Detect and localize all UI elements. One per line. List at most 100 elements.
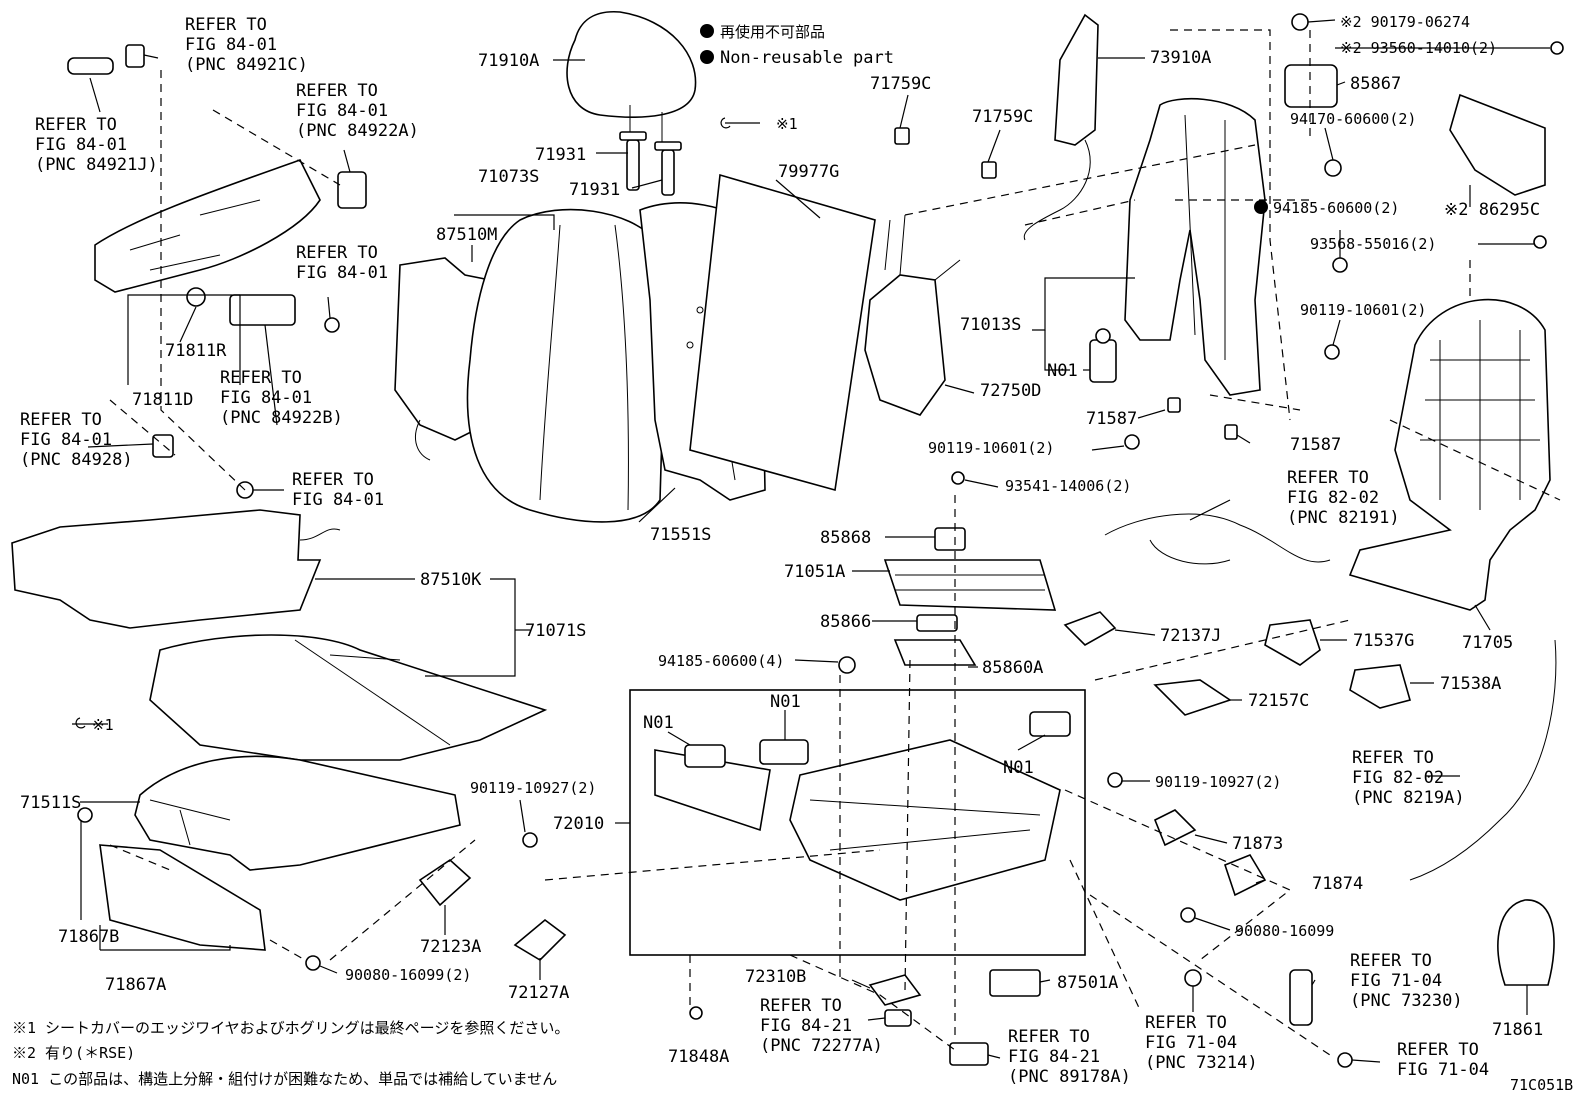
rear-wire-harness-part <box>1409 639 1557 881</box>
back-panel-strip-part <box>1054 13 1099 146</box>
refer-84921C[interactable]: REFER TO FIG 84-01 (PNC 84921C) <box>185 15 308 75</box>
hog-ring-part <box>77 807 93 823</box>
label-86295C: ※2 86295C <box>1444 200 1540 220</box>
label-87501A: 87501A <box>1057 973 1118 993</box>
label-71587: 71587 <box>1086 409 1137 429</box>
label-71587: 71587 <box>1290 435 1341 455</box>
refer-84922B[interactable]: REFER TO FIG 84-01 (PNC 84922B) <box>220 368 343 428</box>
refer-73230[interactable]: REFER TO FIG 71-04 (PNC 73230) <box>1350 951 1463 1011</box>
label-90119-10601: 90119-10601(2) <box>928 439 1054 457</box>
label-note-1: ※1 <box>92 716 114 734</box>
refer-72277A[interactable]: REFER TO FIG 84-21 (PNC 72277A) <box>760 996 883 1056</box>
label-73910A: 73910A <box>1150 48 1211 68</box>
label-N01: N01 <box>1003 758 1034 778</box>
refer-84928[interactable]: REFER TO FIG 84-01 (PNC 84928) <box>20 410 133 470</box>
label-71931: 71931 <box>569 180 620 200</box>
label-71811D: 71811D <box>132 390 193 410</box>
refer-82191[interactable]: REFER TO FIG 82-02 (PNC 82191) <box>1287 468 1400 528</box>
refer-fig-84-01[interactable]: REFER TO FIG 84-01 <box>292 470 384 510</box>
seat-belt-buckle-part <box>1289 969 1313 1026</box>
label-71867B: 71867B <box>58 927 119 947</box>
non-reusable-bullet-icon <box>700 50 714 64</box>
bolt-h-part <box>1180 907 1196 923</box>
label-87510K: 87510K <box>420 570 482 590</box>
label-72157C: 72157C <box>1248 691 1309 711</box>
label-71013S: 71013S <box>960 315 1021 335</box>
strip-wire-part <box>1023 139 1091 241</box>
label-85868: 85868 <box>820 528 871 548</box>
label-85860A: 85860A <box>982 658 1043 678</box>
label-85867: 85867 <box>1350 74 1401 94</box>
bracket-71873-part <box>1153 809 1197 847</box>
emblem-part <box>67 57 114 75</box>
bolt-e-part <box>1550 41 1564 55</box>
seat-adjuster-part <box>654 711 1071 901</box>
label-71811R: 71811R <box>165 341 227 361</box>
headrest-part <box>566 11 697 142</box>
seat-heater-mat-part <box>11 509 322 629</box>
refer-73214[interactable]: REFER TO FIG 71-04 (PNC 73214) <box>1145 1013 1258 1073</box>
bolt-i-part <box>522 832 538 848</box>
label-72310B: 72310B <box>745 967 806 987</box>
cushion-lower-panel-part <box>99 844 266 951</box>
rear-back-board-part <box>1348 298 1551 611</box>
label-87510M: 87510M <box>436 225 497 245</box>
clip-71848A-part <box>689 1006 703 1020</box>
label-71537G: 71537G <box>1353 631 1414 651</box>
label-71931: 71931 <box>535 145 586 165</box>
motor-part <box>1089 328 1117 383</box>
non-reusable-bullet-icon <box>700 24 714 38</box>
label-71538A: 71538A <box>1440 674 1501 694</box>
bracket-72310B-part <box>868 974 922 1006</box>
label-72123A: 72123A <box>420 937 481 957</box>
leader-lines <box>72 19 1550 1063</box>
bolt-part <box>324 317 340 333</box>
rse-bracket-part <box>1284 64 1338 108</box>
refer-fig-71-04[interactable]: REFER TO FIG 71-04 <box>1397 1040 1489 1080</box>
label-94170-60600: 94170-60600(2) <box>1290 110 1416 128</box>
refer-89178A[interactable]: REFER TO FIG 84-21 (PNC 89178A) <box>1008 1027 1131 1087</box>
label-N01: N01 <box>770 692 801 712</box>
bolt-c-part <box>951 471 965 485</box>
label-71073S: 71073S <box>478 167 539 187</box>
connector-72277A-part <box>884 1009 912 1027</box>
cover-71538A-part <box>1349 664 1411 709</box>
label-72127A: 72127A <box>508 983 569 1003</box>
nut-b-part <box>1324 159 1342 177</box>
cover-71537G-part <box>1264 619 1321 666</box>
nut-a-part <box>1291 13 1309 31</box>
refer-84921J[interactable]: REFER TO FIG 84-01 (PNC 84921J) <box>35 115 158 175</box>
anchor-bolt-part <box>1184 969 1202 987</box>
clip-part <box>125 44 145 68</box>
ecu-87501A-part <box>989 969 1041 997</box>
seat-spring-part <box>883 559 1057 611</box>
label-90119-10601: 90119-10601(2) <box>1300 301 1426 319</box>
nut-94185-part <box>838 656 856 674</box>
label-71051A: 71051A <box>784 562 845 582</box>
clip-f-part <box>1224 424 1238 440</box>
refer-8219A[interactable]: REFER TO FIG 82-02 (PNC 8219A) <box>1352 748 1465 808</box>
refer-84922A[interactable]: REFER TO FIG 84-01 (PNC 84922A) <box>296 81 419 141</box>
seat-wire-harness-part <box>1104 513 1331 565</box>
label-93541-14006: 93541-14006(2) <box>1005 477 1131 495</box>
label-71910A: 71910A <box>478 51 539 71</box>
footnote-3: N01 この部品は、構造上分解・組付けが困難なため、単品では補給していません <box>12 1070 557 1088</box>
footnote-1: ※1 シートカバーのエッジワイヤおよびホグリングは最終ページを参照ください。 <box>12 1019 569 1037</box>
rear-board-grid-part <box>1420 320 1540 510</box>
label-72010: 72010 <box>553 814 604 834</box>
cover-72157C-part <box>1153 679 1232 716</box>
back-board-part <box>689 173 876 492</box>
bracket-71874-part <box>1224 854 1267 897</box>
label-79977G: 79977G <box>778 162 839 182</box>
refer-fig-84-01[interactable]: REFER TO FIG 84-01 <box>296 243 388 283</box>
label-note-1: ※1 <box>776 115 798 133</box>
label-71867A: 71867A <box>105 975 166 995</box>
cover-72127A-part <box>513 918 567 962</box>
legend-non-reusable-jp: 再使用不可部品 <box>720 23 825 41</box>
legend-non-reusable-en: Non-reusable part <box>720 48 894 68</box>
non-reusable-bullet-icon <box>1254 200 1268 214</box>
seat-cushion-pad-part <box>134 755 461 871</box>
label-94185-60600-2: 94185-60600(2) <box>1273 199 1399 217</box>
label-72750D: 72750D <box>980 381 1041 401</box>
